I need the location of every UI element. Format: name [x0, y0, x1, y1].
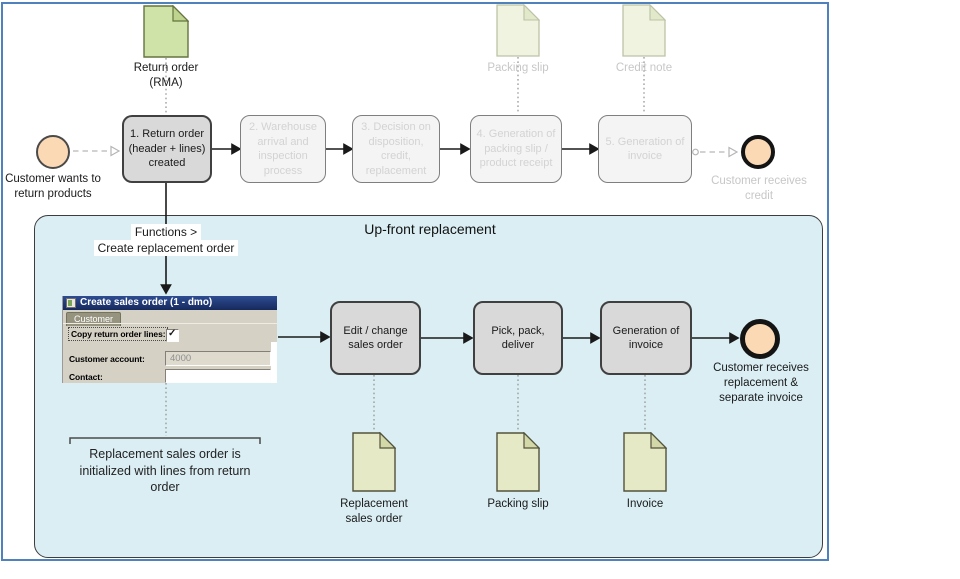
- document-label-rma: Return order (RMA): [133, 62, 199, 89]
- task-pick-pack-deliver: Pick, pack, deliver: [473, 301, 563, 375]
- task-generate-invoice: 5. Generation of invoice: [598, 115, 692, 183]
- document-label-invoice: Invoice: [626, 498, 664, 510]
- document-invoice: [623, 431, 668, 497]
- annotation-line2: Create replacement order: [93, 240, 239, 256]
- tab-divider: [63, 323, 277, 324]
- customer-account-field[interactable]: 4000: [165, 351, 271, 366]
- task-generate-packing-slip: 4. Generation of packing slip / product …: [470, 115, 562, 183]
- end-event-circle-credit: [741, 135, 775, 169]
- create-sales-order-dialog: Create sales order (1 - dmo) Customer Co…: [62, 296, 277, 383]
- task-edit-change-sales-order: Edit / change sales order: [330, 301, 421, 375]
- task-return-order-created: 1. Return order (header + lines) created: [122, 115, 212, 183]
- document-icon: [143, 4, 190, 58]
- tab-customer[interactable]: Customer: [66, 312, 122, 326]
- document-packing-slip-top: [496, 3, 541, 62]
- end-event-label-credit: Customer receives credit: [711, 175, 807, 202]
- task-warehouse-arrival: 2. Warehouse arrival and inspection proc…: [240, 115, 326, 183]
- dialog-crop-strip: [271, 342, 277, 383]
- copy-return-order-lines-label: Copy return order lines:: [68, 327, 169, 341]
- contact-label: Contact:: [69, 372, 103, 382]
- end-event-label-replacement: Customer receives replacement & separate…: [713, 362, 809, 404]
- end-event-circle-replacement: [740, 319, 780, 359]
- document-packing-slip-bottom: [496, 431, 541, 497]
- subprocess-title: Up-front replacement: [364, 221, 496, 237]
- document-icon: [622, 3, 667, 57]
- annotation-line1: Functions >: [130, 224, 202, 240]
- document-icon: [623, 431, 668, 492]
- dialog-titlebar: Create sales order (1 - dmo): [63, 296, 277, 310]
- form-icon: [66, 298, 76, 308]
- contact-field[interactable]: [165, 369, 271, 383]
- task-generation-of-invoice: Generation of invoice: [600, 301, 692, 375]
- document-label-replacement-sales-order: Replacement sales order: [340, 498, 408, 525]
- annotation-functions: Functions > Create replacement order: [46, 224, 286, 256]
- start-event-circle: [36, 135, 70, 169]
- document-icon: [496, 3, 541, 57]
- task-decision-disposition: 3. Decision on disposition, credit, repl…: [352, 115, 440, 183]
- start-event-label: Customer wants to return products: [5, 173, 101, 200]
- document-icon: [496, 431, 541, 492]
- document-label-credit-note: Credit note: [615, 62, 673, 74]
- bracket-note: Replacement sales order is initialized w…: [79, 447, 251, 494]
- document-label-packing-slip-top: Packing slip: [487, 62, 549, 74]
- document-credit-note: [622, 3, 667, 62]
- customer-account-label: Customer account:: [69, 354, 145, 364]
- copy-return-order-lines-checkbox[interactable]: [166, 328, 179, 342]
- document-return-order-rma: [143, 4, 190, 63]
- document-icon: [352, 431, 397, 492]
- document-replacement-sales-order: [352, 431, 397, 497]
- document-label-packing-slip-bottom: Packing slip: [487, 498, 549, 510]
